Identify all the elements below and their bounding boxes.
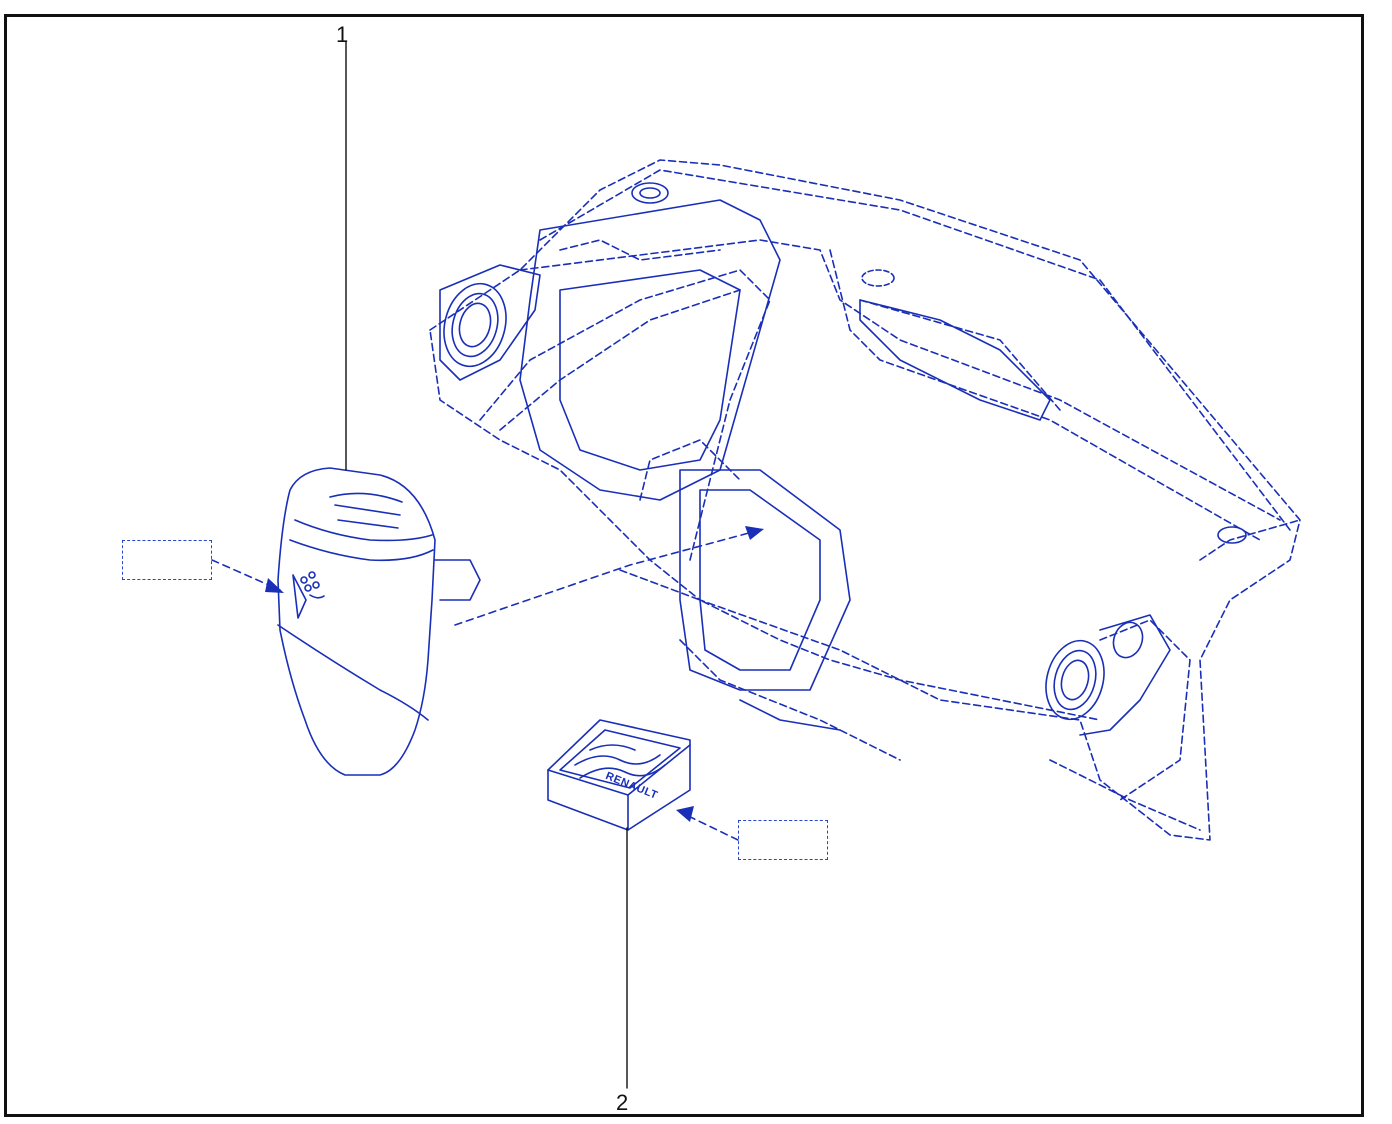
dashboard-vent-left (439, 264, 541, 381)
callout-1: 1 (336, 22, 349, 47)
leader-lines (345, 41, 628, 1089)
dashboard-assembly (429, 159, 1301, 841)
part-1-cover (277, 467, 481, 776)
reference-placeholder-left (122, 540, 212, 580)
part-2-vent-insert (547, 719, 691, 831)
arrow-part1-to-dash (454, 529, 761, 626)
callout-2: 2 (616, 1090, 629, 1115)
diagram-frame (4, 14, 1364, 1117)
reference-placeholder-right (738, 820, 828, 860)
arrow-heads (265, 526, 764, 822)
dashboard-details (519, 199, 1051, 731)
dashboard-vent-right (1045, 614, 1171, 736)
dashboard-speaker-grilles (631, 182, 1247, 544)
